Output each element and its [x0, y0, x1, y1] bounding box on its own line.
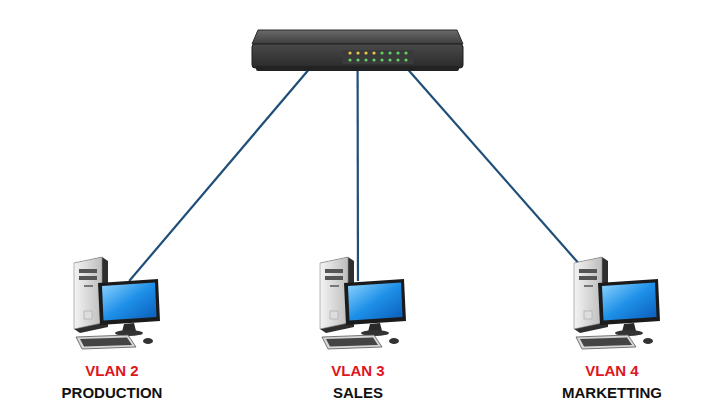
vlan-label: VLAN 2 [38, 360, 186, 382]
network-switch [250, 26, 465, 74]
computer-illustration [62, 255, 162, 350]
computer-illustration [562, 255, 662, 350]
network-cable [408, 70, 594, 281]
network-cable [357, 70, 360, 281]
computer-node: VLAN 3SALES [284, 255, 432, 404]
department-label: SALES [284, 382, 432, 404]
computer-node: VLAN 2PRODUCTION [38, 255, 186, 404]
department-label: MARKETTING [538, 382, 686, 404]
vlan-label: VLAN 4 [538, 360, 686, 382]
department-label: PRODUCTION [38, 382, 186, 404]
computer-node: VLAN 4MARKETTING [538, 255, 686, 404]
switch-illustration [250, 26, 465, 74]
computer-illustration [308, 255, 408, 350]
network-cable [129, 70, 308, 281]
vlan-label: VLAN 3 [284, 360, 432, 382]
